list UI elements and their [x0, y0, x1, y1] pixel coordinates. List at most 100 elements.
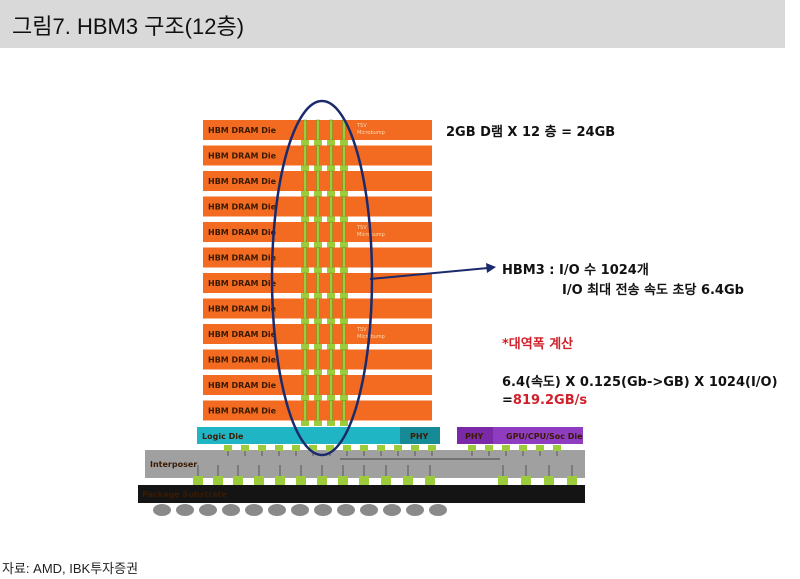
- microbump: [301, 344, 309, 350]
- microbump: [314, 369, 322, 375]
- tsv-label: TSV: [356, 225, 367, 231]
- microbump: [327, 318, 335, 324]
- microbump: [301, 369, 309, 375]
- c4-bump: [521, 476, 531, 485]
- tsv: [316, 349, 320, 370]
- substrate-label: Package Substrate: [142, 490, 227, 499]
- dram-die-label: HBM DRAM Die: [208, 381, 277, 390]
- tsv: [329, 221, 333, 243]
- c4-bump: [498, 476, 508, 485]
- solder-ball: [406, 504, 424, 516]
- microbump: [327, 165, 335, 171]
- c4-bump: [213, 476, 223, 485]
- microbump: [327, 140, 335, 146]
- arrow-head-icon: [486, 263, 496, 273]
- interposer-bump: [258, 445, 266, 451]
- bandwidth-result: =819.2GB/s: [502, 393, 587, 408]
- microbump: [314, 293, 322, 299]
- tsv: [329, 196, 333, 217]
- tsv: [316, 145, 320, 166]
- interposer-bump: [536, 445, 544, 451]
- io-speed-note: I/O 최대 전송 속도 초당 6.4Gb: [562, 282, 744, 298]
- microbump: [301, 191, 309, 197]
- tsv: [303, 119, 307, 141]
- tsv: [329, 272, 333, 294]
- interposer-bump: [326, 445, 334, 451]
- dram-die-label: HBM DRAM Die: [208, 126, 277, 135]
- tsv: [342, 272, 346, 294]
- microbump: [314, 420, 322, 426]
- tsv: [342, 374, 346, 396]
- tsv: [342, 400, 346, 421]
- interposer-bump: [343, 445, 351, 451]
- result-value: 819.2GB/s: [513, 393, 587, 408]
- microbump: [301, 293, 309, 299]
- tsv: [342, 221, 346, 243]
- tsv: [316, 196, 320, 217]
- microbump: [301, 318, 309, 324]
- microbump: [340, 267, 348, 273]
- solder-ball: [429, 504, 447, 516]
- interposer-bump: [553, 445, 561, 451]
- figure-header: 그림7. HBM3 구조(12층): [0, 0, 785, 48]
- solder-ball: [176, 504, 194, 516]
- dram-die-label: HBM DRAM Die: [208, 254, 277, 263]
- microbump: [340, 216, 348, 222]
- tsv: [329, 374, 333, 396]
- solder-ball: [153, 504, 171, 516]
- capacity-note: 2GB D램 X 12 층 = 24GB: [446, 124, 615, 140]
- microbump-label: Microbump: [357, 334, 385, 340]
- microbump: [340, 242, 348, 248]
- solder-ball: [314, 504, 332, 516]
- soc-phy: [457, 427, 493, 444]
- tsv: [316, 400, 320, 421]
- interposer-bump: [377, 445, 385, 451]
- tsv: [303, 298, 307, 319]
- interposer-label: Interposer: [150, 460, 197, 469]
- microbump: [340, 293, 348, 299]
- interposer-bump: [485, 445, 493, 451]
- interposer-bump: [241, 445, 249, 451]
- tsv: [342, 298, 346, 319]
- tsv: [342, 196, 346, 217]
- solder-ball: [383, 504, 401, 516]
- tsv: [303, 400, 307, 421]
- tsv: [316, 247, 320, 268]
- tsv: [303, 145, 307, 166]
- tsv: [303, 272, 307, 294]
- interposer-bump: [309, 445, 317, 451]
- solder-ball: [337, 504, 355, 516]
- tsv: [316, 374, 320, 396]
- bandwidth-formula: 6.4(속도) X 0.125(Gb->GB) X 1024(I/O): [502, 375, 778, 390]
- solder-ball: [268, 504, 286, 516]
- tsv: [342, 349, 346, 370]
- microbump: [301, 140, 309, 146]
- tsv: [329, 323, 333, 345]
- tsv-label: TSV: [356, 327, 367, 333]
- microbump: [327, 242, 335, 248]
- tsv-label: TSV: [356, 123, 367, 129]
- microbump: [314, 216, 322, 222]
- microbump: [327, 395, 335, 401]
- tsv: [303, 196, 307, 217]
- c4-bump: [359, 476, 369, 485]
- tsv: [329, 298, 333, 319]
- tsv: [342, 247, 346, 268]
- microbump: [327, 267, 335, 273]
- microbump: [340, 395, 348, 401]
- microbump: [301, 216, 309, 222]
- microbump: [314, 242, 322, 248]
- tsv: [316, 272, 320, 294]
- tsv: [329, 119, 333, 141]
- microbump: [301, 267, 309, 273]
- microbump: [327, 369, 335, 375]
- microbump: [340, 318, 348, 324]
- c4-bump: [233, 476, 243, 485]
- callout-arrow: [369, 267, 489, 280]
- soc-die-label: GPU/CPU/Soc Die: [506, 432, 583, 441]
- tsv: [342, 170, 346, 192]
- microbump: [340, 344, 348, 350]
- tsv: [329, 349, 333, 370]
- interposer-bump: [519, 445, 527, 451]
- tsv: [303, 374, 307, 396]
